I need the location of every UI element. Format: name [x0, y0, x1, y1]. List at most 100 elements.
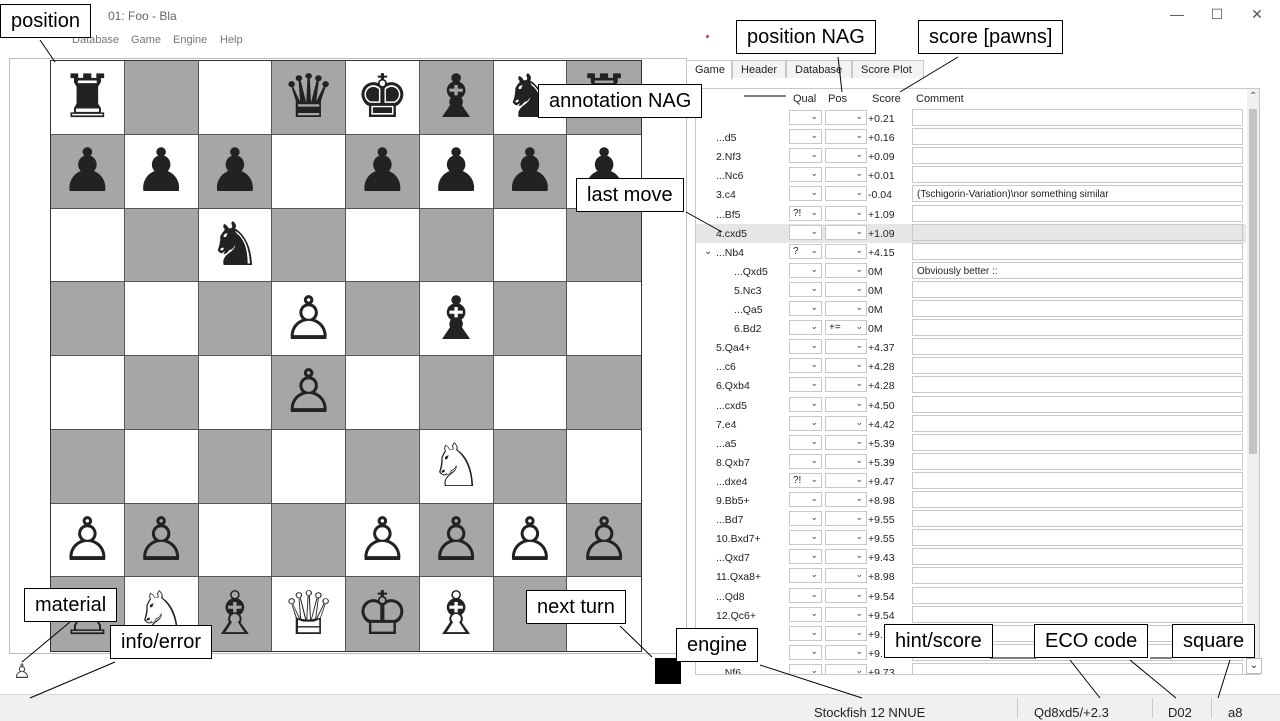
pos-select[interactable]: ⌄ [825, 511, 867, 527]
pos-select[interactable]: ⌄ [825, 224, 867, 240]
qual-select[interactable]: ⌄ [789, 530, 822, 546]
qual-select[interactable]: ⌄ [789, 301, 822, 316]
square-d4[interactable]: ♙ [272, 356, 346, 430]
square-c8[interactable] [198, 61, 273, 135]
pos-select[interactable]: ⌄ [825, 281, 867, 297]
table-row[interactable]: ...dxe4?!⌄⌄+9.47 [696, 471, 1246, 491]
qual-select[interactable]: ⌄ [789, 663, 822, 674]
table-row[interactable]: 2.Nf3⌄⌄+0.09 [696, 147, 1246, 166]
pos-select[interactable]: ⌄ [825, 339, 867, 355]
move-notation[interactable]: ...Bd7 [716, 514, 744, 527]
square-b3[interactable] [124, 429, 199, 504]
square-e7[interactable]: ♟ [346, 134, 420, 209]
square-d6[interactable] [272, 208, 346, 283]
pos-select[interactable]: ⌄ [825, 472, 867, 488]
move-notation[interactable]: 8.Qxb7 [716, 456, 750, 469]
square-h5[interactable] [567, 282, 641, 356]
square-f2[interactable]: ♙ [419, 503, 494, 578]
chess-piece[interactable]: ♙ [281, 283, 336, 354]
square-h3[interactable] [567, 429, 641, 504]
chess-piece[interactable]: ♜ [60, 62, 115, 133]
chess-piece[interactable]: ♟ [134, 136, 189, 207]
square-a8[interactable]: ♜ [51, 61, 125, 135]
chess-piece[interactable]: ♝ [429, 283, 484, 354]
pos-select[interactable]: ⌄ [825, 377, 867, 393]
square-g3[interactable] [493, 429, 568, 504]
chess-piece[interactable]: ♗ [429, 579, 484, 650]
table-row[interactable]: ...a5⌄⌄+5.39 [696, 433, 1246, 453]
qual-select[interactable]: ⌄ [789, 358, 822, 374]
square-f8[interactable]: ♝ [419, 61, 494, 135]
square-h6[interactable] [567, 208, 641, 283]
qual-select[interactable]: ⌄ [789, 492, 822, 507]
comment-field[interactable] [912, 300, 1243, 317]
comment-field[interactable] [912, 567, 1243, 585]
table-row[interactable]: 8.Qxb7⌄⌄+5.39 [696, 452, 1246, 472]
tab-score-plot[interactable]: Score Plot [852, 60, 924, 78]
square-g2[interactable]: ♙ [493, 503, 568, 578]
table-row[interactable]: 11.Qxa8+⌄⌄+8.98 [696, 567, 1246, 586]
move-notation[interactable]: ...d5 [716, 132, 737, 145]
square-h2[interactable]: ♙ [567, 503, 641, 578]
move-notation[interactable]: ...Nb4 [716, 246, 745, 259]
table-row[interactable]: 5.Qa4+⌄⌄+4.37 [696, 338, 1246, 357]
table-row[interactable]: ⌄⌄+0.21 [696, 109, 1246, 128]
comment-field[interactable] [912, 433, 1243, 451]
table-row[interactable]: 10.Bxd7+⌄⌄+9.55 [696, 529, 1246, 548]
table-row[interactable]: ...Qa5⌄⌄0M [696, 300, 1246, 319]
chess-piece[interactable]: ♕ [281, 579, 336, 650]
comment-field[interactable] [912, 471, 1243, 489]
qual-select[interactable]: ⌄ [789, 568, 822, 584]
table-row[interactable]: 9.Bb5+⌄⌄+8.98 [696, 491, 1246, 510]
chess-piece[interactable]: ♛ [281, 62, 336, 133]
table-row[interactable]: 4.cxd5⌄⌄+1.09 [696, 223, 1246, 243]
pos-select[interactable]: ⌄ [825, 205, 867, 221]
comment-field[interactable] [912, 242, 1243, 260]
qual-select[interactable]: ⌄ [789, 549, 822, 565]
table-row[interactable]: 12.Qc6+⌄⌄+9.54 [696, 605, 1246, 625]
pos-select[interactable]: ⌄ [825, 530, 867, 546]
square-e5[interactable] [346, 282, 420, 356]
square-b8[interactable] [124, 61, 199, 135]
square-d7[interactable] [272, 134, 346, 209]
square-a4[interactable] [51, 356, 125, 430]
comment-field[interactable] [912, 357, 1243, 375]
table-row[interactable]: ...Bd7⌄⌄+9.55 [696, 510, 1246, 529]
move-notation[interactable]: 3.c4 [716, 189, 736, 202]
pos-select[interactable]: ⌄ [825, 625, 867, 641]
table-row[interactable]: 6.Qxb4⌄⌄+4.28 [696, 376, 1246, 395]
move-notation[interactable]: ...dxe4 [716, 475, 748, 488]
qual-select[interactable]: ⌄ [789, 511, 822, 527]
qual-select[interactable]: ⌄ [789, 377, 822, 393]
comment-field[interactable] [912, 376, 1243, 394]
move-notation[interactable]: 11.Qxa8+ [716, 571, 762, 584]
square-h4[interactable] [567, 356, 641, 430]
pos-select[interactable]: ⌄ [825, 434, 867, 450]
chess-piece[interactable]: ♟ [207, 136, 262, 207]
square-c4[interactable] [198, 356, 273, 430]
pos-select[interactable]: ⌄ [825, 262, 867, 278]
move-notation[interactable]: 5.Nc3 [734, 284, 762, 297]
maximize-button[interactable]: ☐ [1210, 6, 1224, 22]
qual-select[interactable]: ⌄ [789, 606, 822, 622]
table-row[interactable]: ...c6⌄⌄+4.28 [696, 357, 1246, 376]
chess-piece[interactable]: ♔ [355, 579, 410, 650]
square-c2[interactable] [198, 503, 273, 578]
pos-select[interactable]: ⌄ [825, 148, 867, 164]
move-notation[interactable]: ...Qd8 [716, 590, 745, 603]
square-c5[interactable] [198, 282, 273, 356]
qual-select[interactable]: ⌄ [789, 320, 822, 336]
chess-piece[interactable]: ♙ [281, 357, 336, 428]
chess-piece[interactable]: ♙ [577, 504, 632, 575]
qual-select[interactable]: ⌄ [789, 396, 822, 412]
chess-piece[interactable]: ♙ [355, 504, 410, 575]
chess-piece[interactable]: ♝ [429, 62, 484, 133]
chess-piece[interactable]: ♘ [429, 431, 484, 502]
chess-piece[interactable]: ♟ [60, 136, 115, 207]
chess-piece[interactable]: ♟ [355, 136, 410, 207]
comment-field[interactable] [912, 491, 1243, 508]
tab-header[interactable]: Header [732, 60, 786, 78]
chess-board[interactable]: ♜♛♚♝♞♜♟♟♟♟♟♟♟♞♙♝♙♘♙♙♙♙♙♙♖♘♗♕♔♗ [50, 60, 642, 652]
pos-select[interactable]: +=⌄ [825, 320, 867, 336]
